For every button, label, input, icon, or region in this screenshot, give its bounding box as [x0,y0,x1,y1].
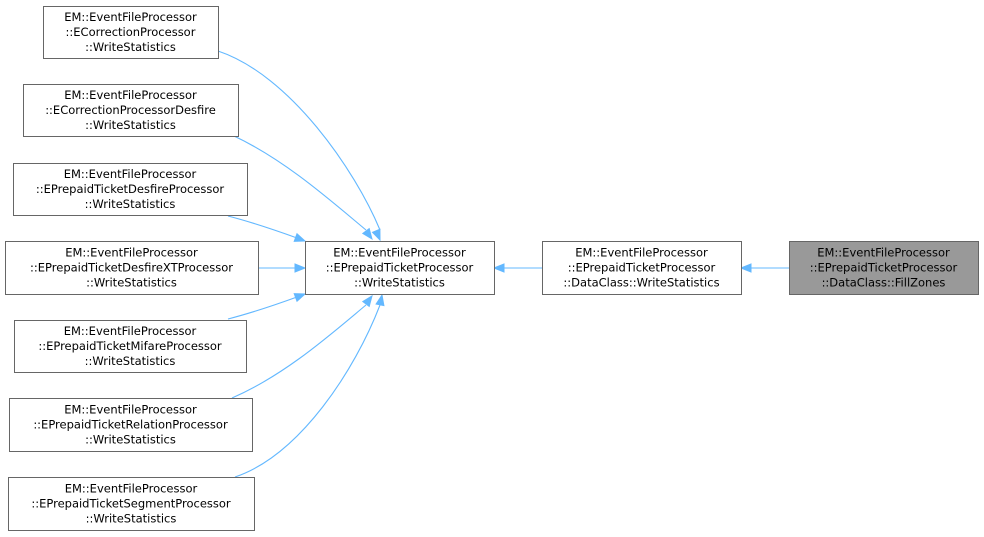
edge-n_ept-to-n_eptdfxt [258,263,307,273]
node-eptdf[interactable]: EM::EventFileProcessor::EPrepaidTicketDe… [13,163,248,216]
node-label-line: EM::EventFileProcessor [65,246,198,260]
edge-line [227,296,298,320]
edge-arrowhead [293,232,307,242]
node-label-line: ::EPrepaidTicketDesfireProcessor [36,182,225,196]
node-label-line: ::DataClass::FillZones [822,276,946,290]
node-label-line: EM::EventFileProcessor [65,482,198,496]
edge-arrowhead [293,293,307,303]
node-eptdfxt[interactable]: EM::EventFileProcessor::EPrepaidTicketDe… [5,241,259,295]
node-label-line: ::WriteStatistics [85,354,176,368]
edge-arrowhead [361,227,373,241]
node-label-line: ::EPrepaidTicketProcessor [326,261,474,275]
node-ept[interactable]: EM::EventFileProcessor::EPrepaidTicketPr… [305,241,495,295]
edge-n_ept-to-n_ecorr [217,50,381,242]
node-label-line: ::DataClass::WriteStatistics [563,276,719,290]
edge-n_fill-to-n_dcws [739,263,789,273]
node-label-line: ::EPrepaidTicketMifareProcessor [38,339,222,353]
node-box [13,163,248,216]
node-dcws[interactable]: EM::EventFileProcessor::EPrepaidTicketPr… [542,241,742,295]
node-box [14,320,247,373]
edge-n_ept-to-n_eptseg [234,293,385,478]
edge-n_ept-to-n_eptrel [231,294,373,399]
node-label-line: ::WriteStatistics [85,433,176,447]
node-box [8,477,255,531]
edge-arrowhead [375,293,385,307]
edge-line [227,215,298,239]
edge-arrowhead [294,263,307,273]
edge-arrowhead [361,294,373,308]
edge-arrowhead [492,263,505,273]
node-box [789,241,979,295]
node-label-line: ::ECorrectionProcessorDesfire [45,103,216,117]
node-label-line: ::WriteStatistics [85,40,176,54]
edge-arrowhead [371,228,381,242]
edge-arrowhead [739,263,752,273]
node-ecorr[interactable]: EM::EventFileProcessor::ECorrectionProce… [43,6,219,59]
node-label-line: ::WriteStatistics [86,276,177,290]
node-box [9,398,253,452]
node-label-line: ::EPrepaidTicketRelationProcessor [33,418,228,432]
edge-n_dcws-to-n_ept [492,263,542,273]
node-label-line: EM::EventFileProcessor [333,246,466,260]
edges-layer [217,50,789,478]
node-eptmif[interactable]: EM::EventFileProcessor::EPrepaidTicketMi… [14,320,247,373]
node-label-line: EM::EventFileProcessor [817,246,950,260]
node-box [542,241,742,295]
node-label-line: EM::EventFileProcessor [64,324,197,338]
node-label-line: EM::EventFileProcessor [64,10,197,24]
node-label-line: ::EPrepaidTicketDesfireXTProcessor [30,261,233,275]
edge-line [234,304,381,478]
node-label-line: EM::EventFileProcessor [575,246,708,260]
edge-n_ept-to-n_eptmif [227,293,307,320]
node-ecorrdf[interactable]: EM::EventFileProcessor::ECorrectionProce… [23,84,239,137]
edge-n_ept-to-n_eptdf [227,215,307,242]
node-box [23,84,239,137]
node-label-line: ::WriteStatistics [85,197,176,211]
edge-n_ept-to-n_ecorrdf [233,135,373,241]
node-label-line: EM::EventFileProcessor [64,167,197,181]
node-label-line: ::EPrepaidTicketProcessor [810,261,958,275]
edge-line [233,135,367,231]
node-label-line: ::WriteStatistics [354,276,445,290]
node-box [43,6,219,59]
node-label-line: ::WriteStatistics [85,118,176,132]
node-eptrel[interactable]: EM::EventFileProcessor::EPrepaidTicketRe… [9,398,253,452]
node-label-line: ::EPrepaidTicketSegmentProcessor [31,497,231,511]
node-box [5,241,259,295]
edge-line [217,50,381,231]
node-label-line: ::ECorrectionProcessor [66,25,196,39]
edge-line [231,304,367,399]
node-fill: EM::EventFileProcessor::EPrepaidTicketPr… [789,241,979,295]
node-label-line: ::WriteStatistics [86,512,177,526]
node-box [305,241,495,295]
node-eptseg[interactable]: EM::EventFileProcessor::EPrepaidTicketSe… [8,477,255,531]
nodes-layer: EM::EventFileProcessor::ECorrectionProce… [5,6,979,531]
node-label-line: ::EPrepaidTicketProcessor [568,261,716,275]
node-label-line: EM::EventFileProcessor [64,88,197,102]
node-label-line: EM::EventFileProcessor [64,403,197,417]
